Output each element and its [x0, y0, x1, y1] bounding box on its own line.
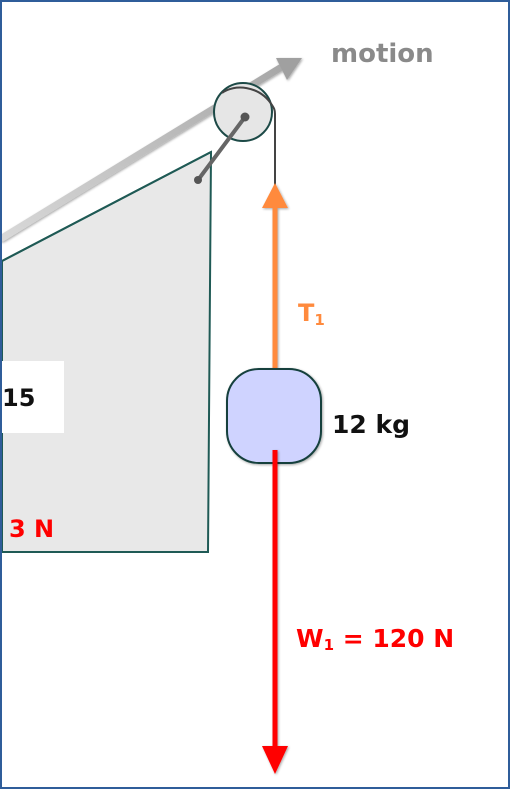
- tension-label: T1: [298, 299, 325, 329]
- mass-label: 12 kg: [332, 410, 410, 439]
- weight-symbol: W: [296, 624, 324, 653]
- motion-label: motion: [331, 39, 434, 69]
- pulley-axle-icon: [240, 112, 250, 122]
- pulley: [194, 82, 273, 184]
- left-label-box: [2, 361, 64, 433]
- rope: [221, 86, 276, 369]
- tension-arrow: [262, 183, 288, 368]
- weight-arrow: [262, 450, 288, 774]
- tension-symbol: T: [298, 299, 315, 327]
- left-partial-force: 3 N: [9, 515, 54, 543]
- weight-value: = 120 N: [334, 624, 454, 653]
- left-partial-number: 15: [2, 384, 35, 412]
- weight-label: W1 = 120 N: [296, 624, 454, 654]
- pulley-mount-icon: [194, 176, 202, 184]
- incline-block: [2, 150, 213, 553]
- hanging-mass: [226, 368, 322, 464]
- weight-subscript: 1: [324, 636, 334, 654]
- incline-surface-line: [2, 151, 212, 262]
- tension-subscript: 1: [314, 311, 324, 329]
